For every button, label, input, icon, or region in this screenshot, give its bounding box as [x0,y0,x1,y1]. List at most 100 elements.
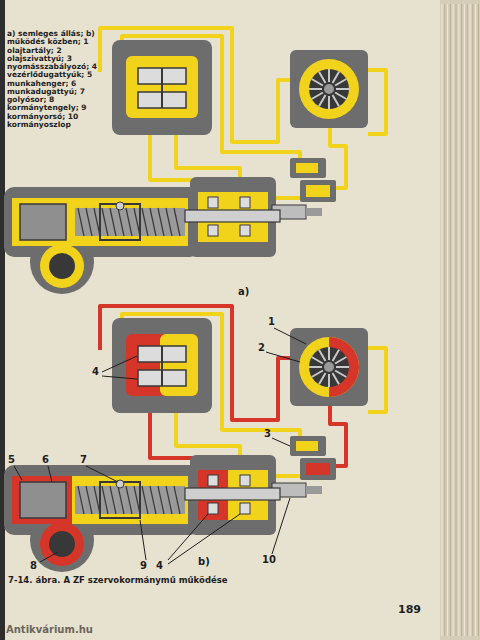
figure-caption: 7-14. ábra. A ZF szervokormánymű működés… [8,576,228,585]
valve-piston [208,197,218,208]
thread-line [150,208,156,236]
page-edge-line [467,4,468,636]
pump-vane [328,374,330,387]
gear-housing [4,465,200,535]
leader-line [272,438,290,446]
oil-line [368,348,386,412]
pump-vane [335,371,346,378]
valve-piston [240,475,250,486]
cylinder-oil [12,476,188,524]
regulator-body [300,458,336,480]
thread-line [102,208,108,236]
regulator-chamber [296,441,318,451]
valve-piston [240,225,250,236]
regulator-chamber [296,163,318,173]
valve-block [112,318,212,413]
sector-oil [40,522,84,566]
page-edge-line [475,4,476,636]
callout-number: 6 [42,454,49,465]
gear-housing [4,187,200,257]
thread-line [158,208,164,236]
pump-rotor [309,69,349,109]
thread-line [110,208,116,236]
callout-number: 5 [8,454,15,465]
thread-line [142,486,148,514]
leader-line [266,352,300,362]
pump-shaft [324,84,334,94]
thread-line [166,208,172,236]
oil-line [330,126,346,188]
valve-block [112,40,212,135]
page-edge-line [442,4,443,636]
working-piston [20,482,66,518]
oil-line [330,404,346,466]
thread-line [78,208,84,236]
leader-line [272,498,290,554]
sector-gear [49,253,75,279]
pump-vane [309,88,322,90]
page-number: 189 [398,604,421,616]
thread-line [86,208,92,236]
thread-line [78,486,84,514]
working-piston [20,204,66,240]
callout-number: 10 [262,554,276,565]
pump-vane [319,72,326,83]
callout-number: 2 [258,342,265,353]
page-edge-line [470,4,471,636]
regulator-body [290,436,326,456]
pump-vane [335,357,346,364]
thread-line [126,208,132,236]
sector-oil [40,244,84,288]
pump-vane [328,69,330,82]
pump-housing [290,328,368,406]
callout-number: 1 [268,316,275,327]
thread-line [118,486,124,514]
leader-line [14,466,22,480]
callout-number: 3 [264,428,271,439]
thread-line [166,486,172,514]
piston-rod [161,346,163,386]
pump-vane [335,93,346,100]
callout-number: 9 [140,560,147,571]
pump-vane [312,357,323,364]
pump-vane [312,79,323,86]
page-edge-line [472,4,473,636]
cylinder-pressure [12,476,72,524]
panel-label: b) [198,556,210,567]
valve-spool [185,210,280,222]
column-end [306,208,322,216]
pump-vane [312,93,323,100]
callout-number: 7 [80,454,87,465]
legend-text: a) semleges állás; b) működés közben; 1 … [7,30,101,129]
watermark: Antikvárium.hu [6,624,93,635]
leader-line [168,514,208,560]
page-edge-line [464,4,465,636]
leader-line [140,520,146,560]
thread-line [150,486,156,514]
steering-spindle [75,208,185,236]
thread-line [118,208,124,236]
pump-vane [333,373,340,384]
thread-line [142,208,148,236]
oil-line [100,28,290,142]
page-edge-line [458,4,459,636]
page-stack [440,0,480,640]
thread-line [126,486,132,514]
pump-vane [336,366,349,368]
steering-panel [4,306,386,572]
callout-number: 4 [92,366,99,377]
pump-housing [290,50,368,128]
regulator-chamber [306,463,330,475]
pump-vane [336,88,349,90]
thread-line [174,208,180,236]
valve-piston [208,503,218,514]
valve-spool [185,488,280,500]
steering-spindle [75,486,185,514]
page-edge-line [456,4,457,636]
valve-piston [208,475,218,486]
leader-line [102,376,137,379]
leader-line [274,328,306,344]
callout-number: 4 [156,560,163,571]
